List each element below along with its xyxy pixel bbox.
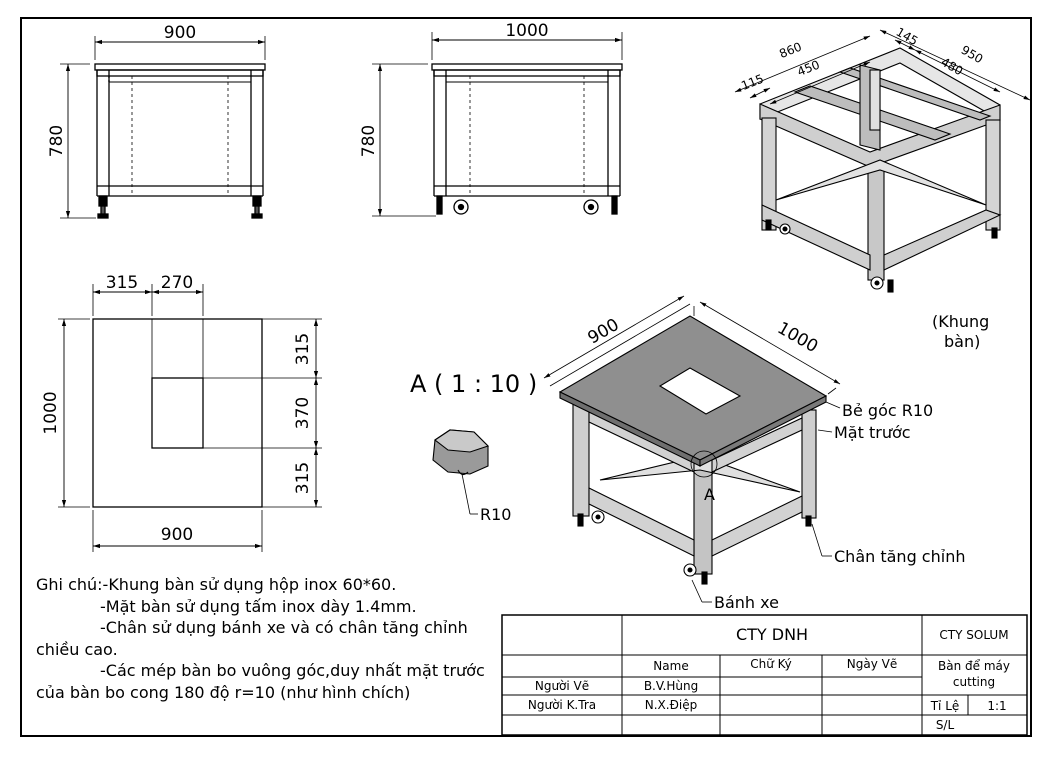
note-line-5: -Các mép bàn bo vuông góc,duy nhất mặt t… (100, 661, 485, 680)
iso-dim-450: 450 (795, 58, 821, 80)
iso-dim-860: 860 (777, 40, 803, 62)
col-date: Ngày Vẽ (847, 657, 897, 671)
detail-label: A ( 1 : 10 ) (410, 370, 537, 398)
callout-corner: Bẻ góc R10 (842, 401, 933, 420)
iso-frame-dim-lines (734, 29, 1031, 105)
top-dim-height: 1000 (41, 391, 61, 434)
front-view (60, 36, 266, 219)
top-dim-r3: 315 (293, 462, 313, 494)
top-dim-width: 900 (161, 525, 193, 545)
detail-marker: A (704, 485, 715, 504)
side-view (372, 32, 623, 217)
company-right: CTY SOLUM (939, 628, 1008, 642)
side-width-dim: 1000 (505, 21, 548, 41)
scale-value: 1:1 (987, 699, 1006, 713)
top-dim-r1: 315 (293, 333, 313, 365)
detail-a-shape (432, 429, 490, 515)
callout-wheel: Bánh xe (714, 593, 779, 612)
iso-dim-115: 115 (739, 72, 765, 94)
col-sign: Chữ Ký (750, 657, 792, 671)
name-checker: N.X.Điệp (645, 698, 697, 712)
frame-caption-line2: bàn) (944, 332, 980, 351)
note-line-1: Ghi chú:-Khung bàn sử dụng hộp inox 60*6… (36, 575, 397, 594)
sheet-label: S/L (936, 718, 955, 732)
product-line1: Bàn để máy (938, 659, 1010, 673)
role-checker: Người K.Tra (528, 698, 596, 712)
side-height-dim: 780 (359, 125, 379, 157)
note-line-6: của bàn bo cong 180 độ r=10 (như hình ch… (36, 682, 411, 702)
top-view (58, 284, 322, 552)
company-name: CTY DNH (736, 625, 808, 644)
frame-caption-line1: (Khung (932, 312, 989, 331)
notes-block: Ghi chú:-Khung bàn sử dụng hộp inox 60*6… (36, 574, 506, 703)
sheet-border (20, 17, 1032, 737)
callout-front: Mặt trước (834, 423, 911, 442)
note-line-4: chiều cao. (36, 639, 118, 659)
table-dim-1000: 1000 (774, 318, 821, 357)
callout-foot: Chân tăng chỉnh (834, 547, 965, 566)
top-dim-r2: 370 (293, 397, 313, 429)
role-drawer: Người Vẽ (535, 679, 589, 693)
iso-dim-950: 950 (959, 43, 986, 67)
product-line2: cutting (953, 675, 995, 689)
name-drawer: B.V.Hùng (644, 679, 698, 693)
top-dim-left: 315 (106, 273, 138, 293)
note-line-2: -Mặt bàn sử dụng tấm inox dày 1.4mm. (100, 596, 417, 616)
scale-label: Tỉ Lệ (930, 699, 960, 713)
iso-table-dim-lines (543, 295, 841, 603)
iso-table (558, 315, 828, 585)
top-dim-opening: 270 (161, 273, 193, 293)
iso-frame (759, 47, 1002, 293)
front-width-dim: 900 (164, 23, 196, 43)
r10-label: R10 (480, 505, 511, 524)
front-height-dim: 780 (47, 125, 67, 157)
iso-dim-145: 145 (894, 25, 921, 49)
title-block (501, 614, 1028, 736)
col-name: Name (653, 659, 688, 673)
note-line-3: -Chân sử dụng bánh xe và có chân tăng ch… (100, 618, 468, 637)
